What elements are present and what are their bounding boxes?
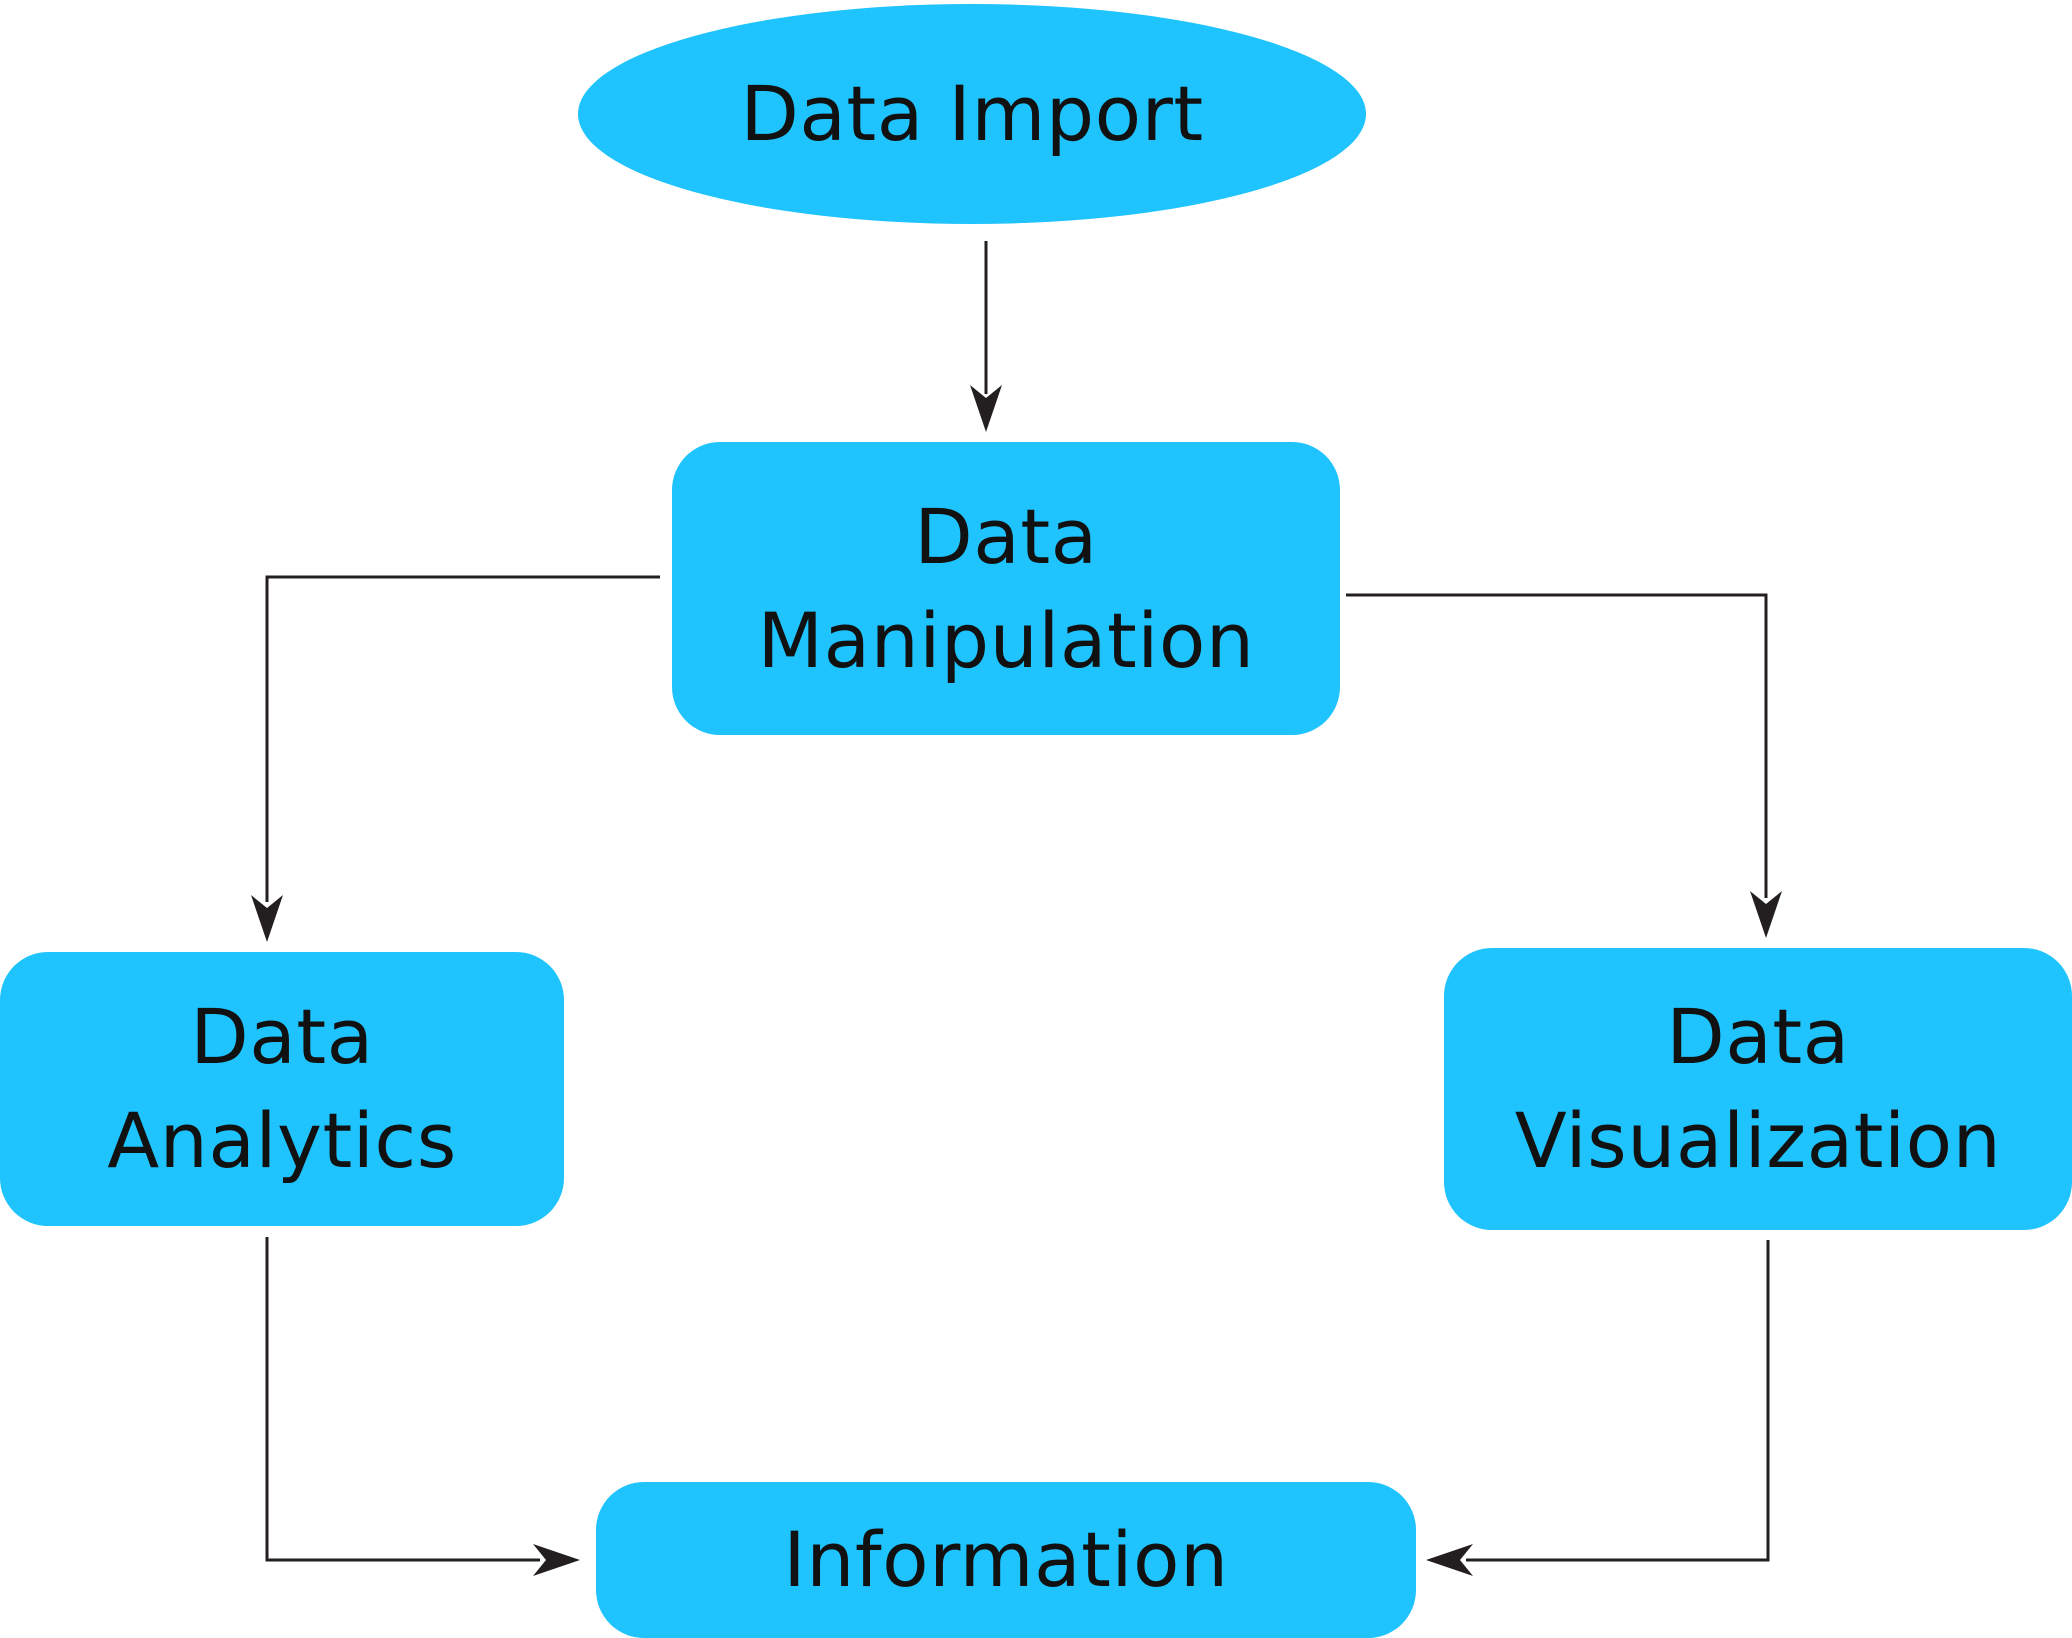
arrowhead-down-icon bbox=[970, 385, 1002, 432]
edge-line bbox=[1466, 1240, 1770, 1562]
arrowhead-left-icon bbox=[1426, 1544, 1473, 1576]
node-data-visualization: Data Visualization bbox=[1444, 948, 2072, 1230]
node-label-line: Data bbox=[914, 491, 1098, 581]
node-data-manipulation: Data Manipulation bbox=[672, 442, 1340, 735]
edge-visualization-to-information bbox=[1426, 1240, 1770, 1576]
edge-manipulation-to-visualization bbox=[1346, 593, 1782, 938]
edge-line bbox=[1346, 593, 1768, 898]
node-data-analytics: Data Analytics bbox=[0, 952, 564, 1226]
arrowhead-down-icon bbox=[251, 895, 283, 942]
node-label-line: Data bbox=[190, 992, 374, 1081]
arrowhead-down-icon bbox=[1750, 891, 1782, 938]
node-data-import: Data Import bbox=[578, 4, 1366, 224]
node-information: Information bbox=[596, 1482, 1416, 1638]
node-label-line: Data Import bbox=[740, 69, 1204, 158]
node-label-line: Visualization bbox=[1514, 1096, 2002, 1185]
node-label-line: Data bbox=[1666, 992, 1850, 1081]
node-label-line: Analytics bbox=[107, 1096, 457, 1185]
edge-analytics-to-information bbox=[265, 1237, 580, 1576]
node-label-line: Information bbox=[783, 1515, 1229, 1604]
edge-line bbox=[265, 1237, 540, 1562]
edge-import-to-manipulation bbox=[970, 241, 1002, 432]
node-label-line: Manipulation bbox=[757, 595, 1255, 685]
arrowhead-right-icon bbox=[533, 1544, 580, 1576]
edge-line bbox=[265, 575, 660, 902]
edge-manipulation-to-analytics bbox=[251, 575, 660, 942]
